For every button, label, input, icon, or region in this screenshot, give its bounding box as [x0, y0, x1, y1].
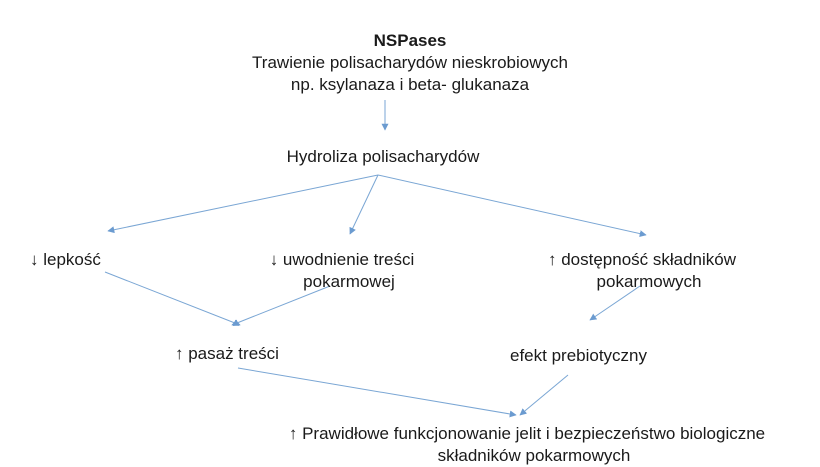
hydration-line1: ↓ uwodnienie treści: [269, 250, 415, 269]
arrow-hydrolysis-to-viscosity: [107, 174, 379, 234]
outcome-node: ↑ Prawidłowe funkcjonowanie jelit i bezp…: [289, 423, 765, 467]
arrow-hydrolysis-to-availability: [377, 174, 647, 238]
passage-node: ↑ pasaż treści: [175, 344, 279, 363]
prebiotic-node: efekt prebiotyczny: [510, 346, 648, 365]
root-node: NSPases Trawienie polisacharydów nieskro…: [252, 30, 568, 96]
hydration-node: ↓ uwodnienie treści pokarmowej: [270, 249, 415, 293]
availability-node: ↑ dostępność składników pokarmowych: [548, 249, 736, 293]
arrow-passage-to-outcome: [237, 367, 517, 418]
arrow-prebiotic-to-outcome: [519, 374, 569, 416]
arrow-hydrolysis-to-hydration: [349, 174, 379, 235]
arrow-availability-to-prebiotic: [589, 285, 641, 321]
root-title: NSPases: [373, 31, 447, 50]
hydration-line2: pokarmowej: [303, 272, 395, 291]
root-line2: np. ksylanaza i beta- glukanaza: [290, 75, 530, 94]
availability-line1: ↑ dostępność składników: [547, 250, 737, 269]
arrow-hydration-to-passage: [231, 285, 331, 326]
availability-line2: pokarmowych: [596, 272, 702, 291]
arrow-viscosity-to-passage: [104, 271, 241, 326]
outcome-line2: składników pokarmowych: [437, 446, 631, 465]
outcome-line1: ↑ Prawidłowe funkcjonowanie jelit i bezp…: [288, 424, 766, 443]
hydrolysis-node: Hydroliza polisacharydów: [286, 147, 480, 166]
root-line1: Trawienie polisacharydów nieskrobiowych: [252, 53, 568, 72]
viscosity-node: ↓ lepkość: [30, 250, 101, 269]
